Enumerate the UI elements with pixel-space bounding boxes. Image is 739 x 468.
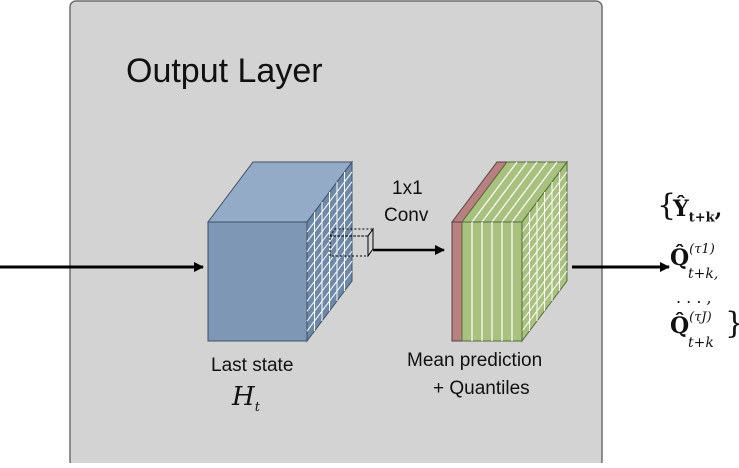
output-side-grid	[521, 171, 568, 332]
output-grid-hline	[521, 211, 568, 272]
output-label-line2: + Quantiles	[433, 378, 530, 399]
ellipsis-term: . . . ,	[676, 288, 712, 307]
output-top-stripe	[471, 161, 518, 223]
q-tau1-sub: t+k,	[688, 266, 719, 282]
output-block	[451, 160, 568, 343]
last-state-cube	[207, 160, 374, 343]
cube-grid-hline	[306, 171, 353, 233]
cube-grid-hline	[306, 241, 353, 302]
cube-front-face	[207, 221, 308, 342]
brace-open: {	[657, 188, 677, 223]
output-front-red	[451, 221, 463, 342]
cube-grid-hline	[306, 260, 353, 322]
output-grid-hline	[521, 260, 568, 322]
cube-grid-hline	[306, 191, 353, 253]
cube-grid-hline	[306, 211, 353, 272]
cube-grid-hline	[306, 270, 353, 332]
brace-close: }	[725, 306, 739, 341]
conv-label-line2: Conv	[384, 205, 429, 226]
output-grid-hline	[521, 171, 568, 233]
output-top-stripe	[511, 161, 558, 223]
output-grid-hline	[521, 270, 568, 332]
cube-grid-hline	[306, 201, 353, 262]
output-top-stripe	[491, 161, 538, 223]
output-label-line1: Mean prediction	[407, 350, 543, 371]
output-grid-hline	[521, 241, 568, 302]
output-grid-hline	[521, 181, 568, 243]
conv-label-line1: 1x1	[392, 178, 423, 199]
cube-grid-hline	[306, 250, 353, 312]
output-grid-hline	[521, 250, 568, 312]
panel-title: Output Layer	[126, 52, 323, 90]
q-tauj-term: Q̂(τJ)	[670, 310, 712, 339]
output-grid-hline	[521, 201, 568, 262]
cube-grid-hline	[306, 231, 353, 292]
last-state-label: Last state	[211, 355, 294, 376]
cube-grid-hline	[306, 181, 353, 243]
output-grid-hline	[521, 231, 568, 292]
last-state-symbol: Ht	[232, 382, 260, 416]
output-top-stripe	[501, 161, 548, 223]
output-grid-hline	[521, 191, 568, 253]
output-top-stripe	[481, 161, 528, 223]
y-hat-term: Ŷt+k,	[673, 196, 723, 226]
cube-side-grid	[306, 171, 353, 332]
output-grid-hline	[521, 221, 568, 282]
q-tau1-term: Q̂(τ1)	[670, 242, 715, 271]
q-tauj-sub: t+k	[688, 335, 714, 351]
